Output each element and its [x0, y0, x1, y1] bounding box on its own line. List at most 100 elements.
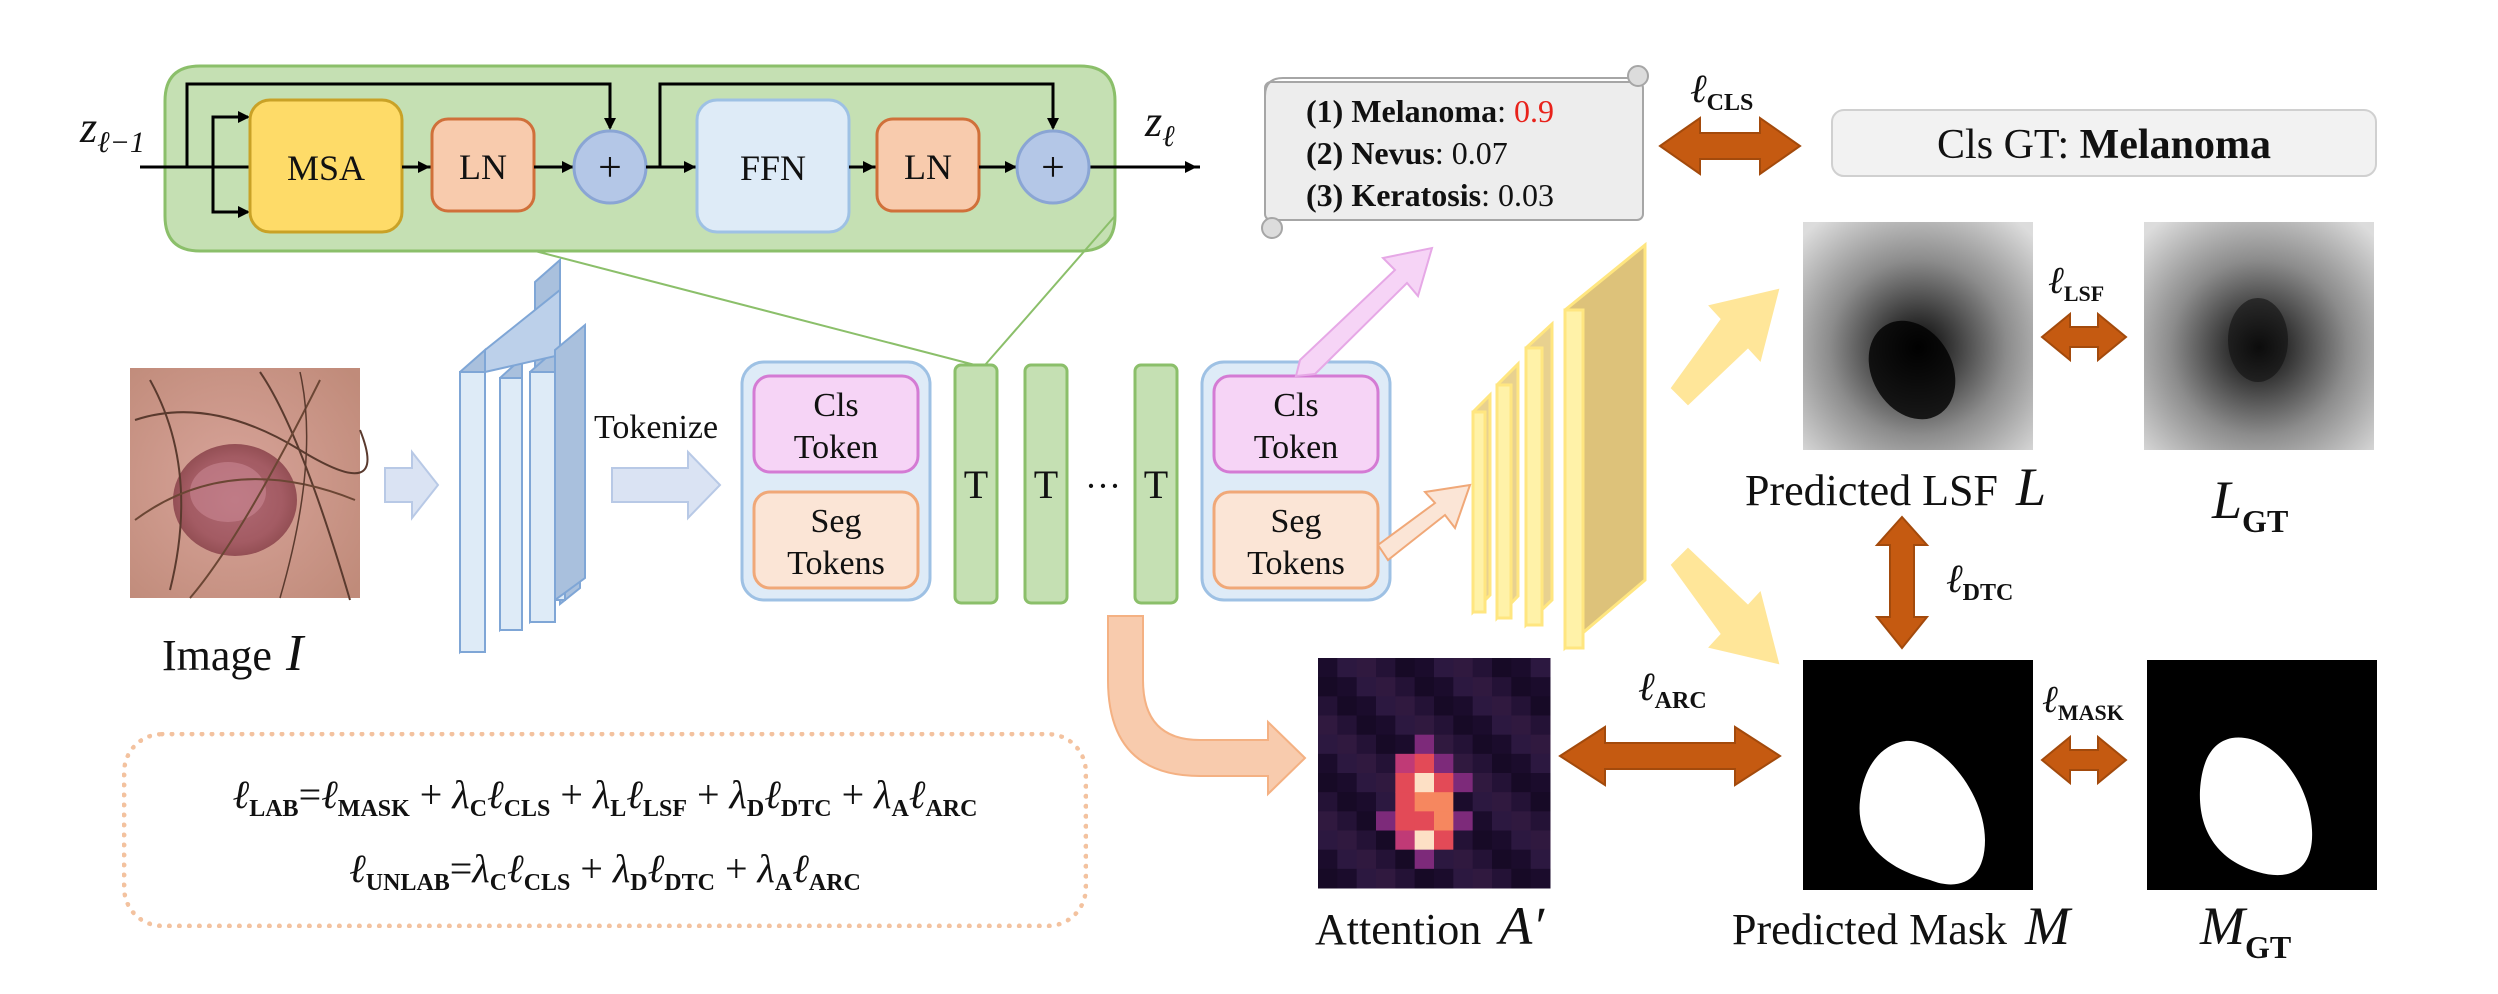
attention-cell [1530, 677, 1551, 697]
ln-box-2 [875, 117, 981, 213]
msa-label: MSA [287, 148, 365, 188]
t-block-2 [1023, 363, 1069, 605]
attention-cell [1395, 868, 1416, 889]
seg-to-decoder-arrow [1376, 483, 1472, 562]
attention-cell [1472, 753, 1493, 774]
attention-cell [1492, 773, 1512, 793]
lsf-loss-label: ℓLSF [2048, 260, 2104, 306]
mask-loss-arrow [2040, 734, 2128, 786]
attention-cell [1492, 830, 1512, 851]
prediction-3: (3)Keratosis: 0.03 [1306, 177, 1554, 213]
attention-cell [1356, 677, 1377, 697]
attention-cell [1318, 715, 1338, 736]
attention-cell [1337, 696, 1358, 716]
cls-token-in-line2: Token [794, 429, 879, 466]
attention-cell [1356, 830, 1377, 851]
loss-formula-box: ℓLAB=ℓMASK + λCℓCLS + λLℓLSF + λDℓDTC + … [122, 732, 1088, 928]
mask-loss-label: ℓMASK [2042, 679, 2124, 725]
plus-label-2: + [1041, 145, 1065, 191]
cls-to-prediction-arrow [1294, 246, 1434, 378]
attention-cell [1453, 734, 1474, 755]
attention-cell [1376, 811, 1396, 831]
attention-cell [1376, 792, 1396, 812]
plus-node-2 [1015, 129, 1091, 205]
block-input-label: zℓ−1 [79, 103, 145, 159]
mask-gt-label: MGT [2199, 896, 2291, 965]
attention-cell [1434, 677, 1454, 697]
zoom-line-right [984, 215, 1116, 366]
cls-loss-arrow [1658, 116, 1802, 176]
attention-cell [1395, 696, 1416, 716]
attention-cell [1318, 773, 1338, 793]
attention-cell [1414, 849, 1435, 870]
attention-cell [1511, 849, 1532, 870]
attention-cell [1511, 658, 1532, 678]
attention-cell [1472, 849, 1493, 870]
predicted-mask-map [1803, 660, 2033, 890]
attention-cell [1492, 753, 1512, 774]
attention-cell [1434, 734, 1454, 755]
attention-cell [1318, 753, 1338, 774]
prediction-1: (1)Melanoma: 0.9 [1306, 93, 1554, 129]
patch-stack [459, 257, 586, 655]
attention-cell [1337, 715, 1358, 736]
attention-cell [1318, 696, 1338, 716]
attention-cell [1414, 830, 1435, 851]
attention-cell [1356, 734, 1377, 755]
plus-label-1: + [598, 145, 622, 191]
attention-cell [1376, 753, 1396, 774]
input-image [130, 368, 369, 601]
dtc-loss-arrow [1874, 515, 1930, 650]
attention-cell [1492, 658, 1512, 678]
attention-cell [1376, 696, 1396, 716]
attention-cell [1337, 658, 1358, 678]
dtc-loss-label: ℓDTC [1946, 556, 2013, 606]
residual-1 [185, 82, 616, 167]
attention-cell [1511, 792, 1532, 812]
attention-cell [1337, 677, 1358, 697]
attention-cell [1492, 792, 1512, 812]
t-block-3 [1133, 363, 1179, 605]
attention-cell [1530, 734, 1551, 755]
attention-cell [1395, 849, 1416, 870]
t-block-2-label: T [1034, 462, 1058, 507]
decoder-to-mask-arrow [1670, 547, 1780, 665]
tokenize-label: Tokenize [594, 409, 718, 446]
attention-cell [1530, 753, 1551, 774]
seg-token-in-line2: Tokens [787, 545, 885, 582]
attention-cell [1530, 868, 1551, 889]
residual-2 [658, 82, 1059, 167]
decoder-stack [1471, 241, 1647, 652]
attention-cell [1414, 773, 1435, 793]
seg-token-in-line1: Seg [811, 503, 862, 540]
attention-cell [1472, 677, 1493, 697]
cls-token-out-line2: Token [1254, 429, 1339, 466]
attention-cell [1530, 849, 1551, 870]
labeled-loss-formula: ℓLAB=ℓMASK + λCℓCLS + λLℓLSF + λDℓDTC + … [232, 772, 978, 822]
attention-cell [1318, 677, 1338, 697]
image-to-patches-arrow [384, 449, 440, 521]
attention-cell [1414, 696, 1435, 716]
attention-cell [1434, 792, 1454, 812]
attention-cell [1395, 677, 1416, 697]
msa-branch-bottom [211, 167, 250, 218]
attention-cell [1453, 830, 1474, 851]
attention-cell [1318, 811, 1338, 831]
ln-box-1 [430, 117, 536, 213]
attention-cell [1511, 715, 1532, 736]
attention-cell [1395, 830, 1416, 851]
attention-cell [1453, 715, 1474, 736]
arc-loss-label: ℓARC [1638, 664, 1707, 714]
attention-cell [1318, 849, 1338, 870]
mask-gt-map [2147, 660, 2377, 890]
attention-cell [1434, 696, 1454, 716]
attention-cell [1376, 773, 1396, 793]
attention-cell [1511, 677, 1532, 697]
attention-cell [1376, 677, 1396, 697]
attention-cell [1414, 715, 1435, 736]
attention-cell [1511, 868, 1532, 889]
attention-cell [1356, 811, 1377, 831]
